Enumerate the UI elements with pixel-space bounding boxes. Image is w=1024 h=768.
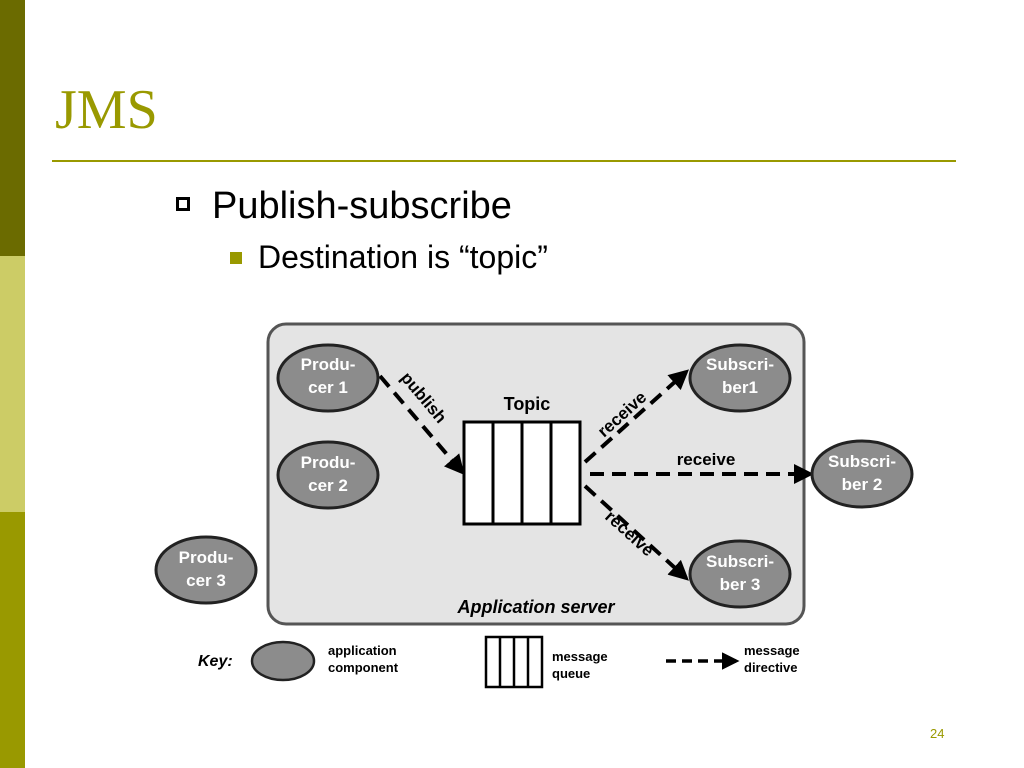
page-number: 24 <box>930 726 945 741</box>
key-component-swatch <box>250 640 316 682</box>
key-queue-swatch <box>484 635 544 689</box>
application-server-label: Application server <box>456 597 615 617</box>
key-component-label-1: application <box>328 643 397 658</box>
receive-label-middle: receive <box>677 450 736 469</box>
svg-text:Subscri-: Subscri- <box>828 452 896 471</box>
svg-text:Produ-: Produ- <box>301 355 356 374</box>
sidebar-block-top <box>0 0 25 256</box>
svg-text:Produ-: Produ- <box>179 548 234 567</box>
topic-label: Topic <box>504 394 551 414</box>
svg-text:ber1: ber1 <box>722 378 758 397</box>
key-label: Key: <box>198 653 233 670</box>
bullet-level1-text: Publish-subscribe <box>212 185 512 227</box>
sidebar-block-middle <box>0 256 25 512</box>
filled-square-bullet-icon <box>230 252 242 264</box>
key-directive-label-2: directive <box>744 660 797 675</box>
diagram-key: Key: application component message queue… <box>198 635 800 689</box>
svg-text:ber 3: ber 3 <box>720 575 761 594</box>
sidebar-block-bottom <box>0 512 25 768</box>
hollow-square-bullet-icon <box>176 197 190 211</box>
subscriber-1: Subscri- ber1 <box>688 343 792 413</box>
key-directive-label-1: message <box>744 643 800 658</box>
producer-2: Produ- cer 2 <box>276 440 380 510</box>
topic-queue <box>462 420 582 526</box>
producer-1: Produ- cer 1 <box>276 343 380 413</box>
bullet-level2-text: Destination is “topic” <box>258 239 548 275</box>
svg-text:ber 2: ber 2 <box>842 475 883 494</box>
svg-text:cer 1: cer 1 <box>308 378 348 397</box>
title-divider <box>52 160 956 162</box>
svg-text:cer 3: cer 3 <box>186 571 226 590</box>
producer-3: Produ- cer 3 <box>154 535 258 605</box>
sidebar-decoration <box>0 0 25 768</box>
subscriber-3: Subscri- ber 3 <box>688 539 792 609</box>
key-queue-label-1: message <box>552 649 608 664</box>
svg-text:Subscri-: Subscri- <box>706 355 774 374</box>
svg-text:Subscri-: Subscri- <box>706 552 774 571</box>
svg-text:Produ-: Produ- <box>301 453 356 472</box>
key-queue-label-2: queue <box>552 666 590 681</box>
slide-title: JMS <box>55 79 158 141</box>
key-component-label-2: component <box>328 660 399 675</box>
svg-text:cer 2: cer 2 <box>308 476 348 495</box>
receive-arrow-bottom <box>583 484 689 581</box>
receive-arrow-top <box>583 369 689 464</box>
subscriber-2: Subscri- ber 2 <box>810 439 914 509</box>
